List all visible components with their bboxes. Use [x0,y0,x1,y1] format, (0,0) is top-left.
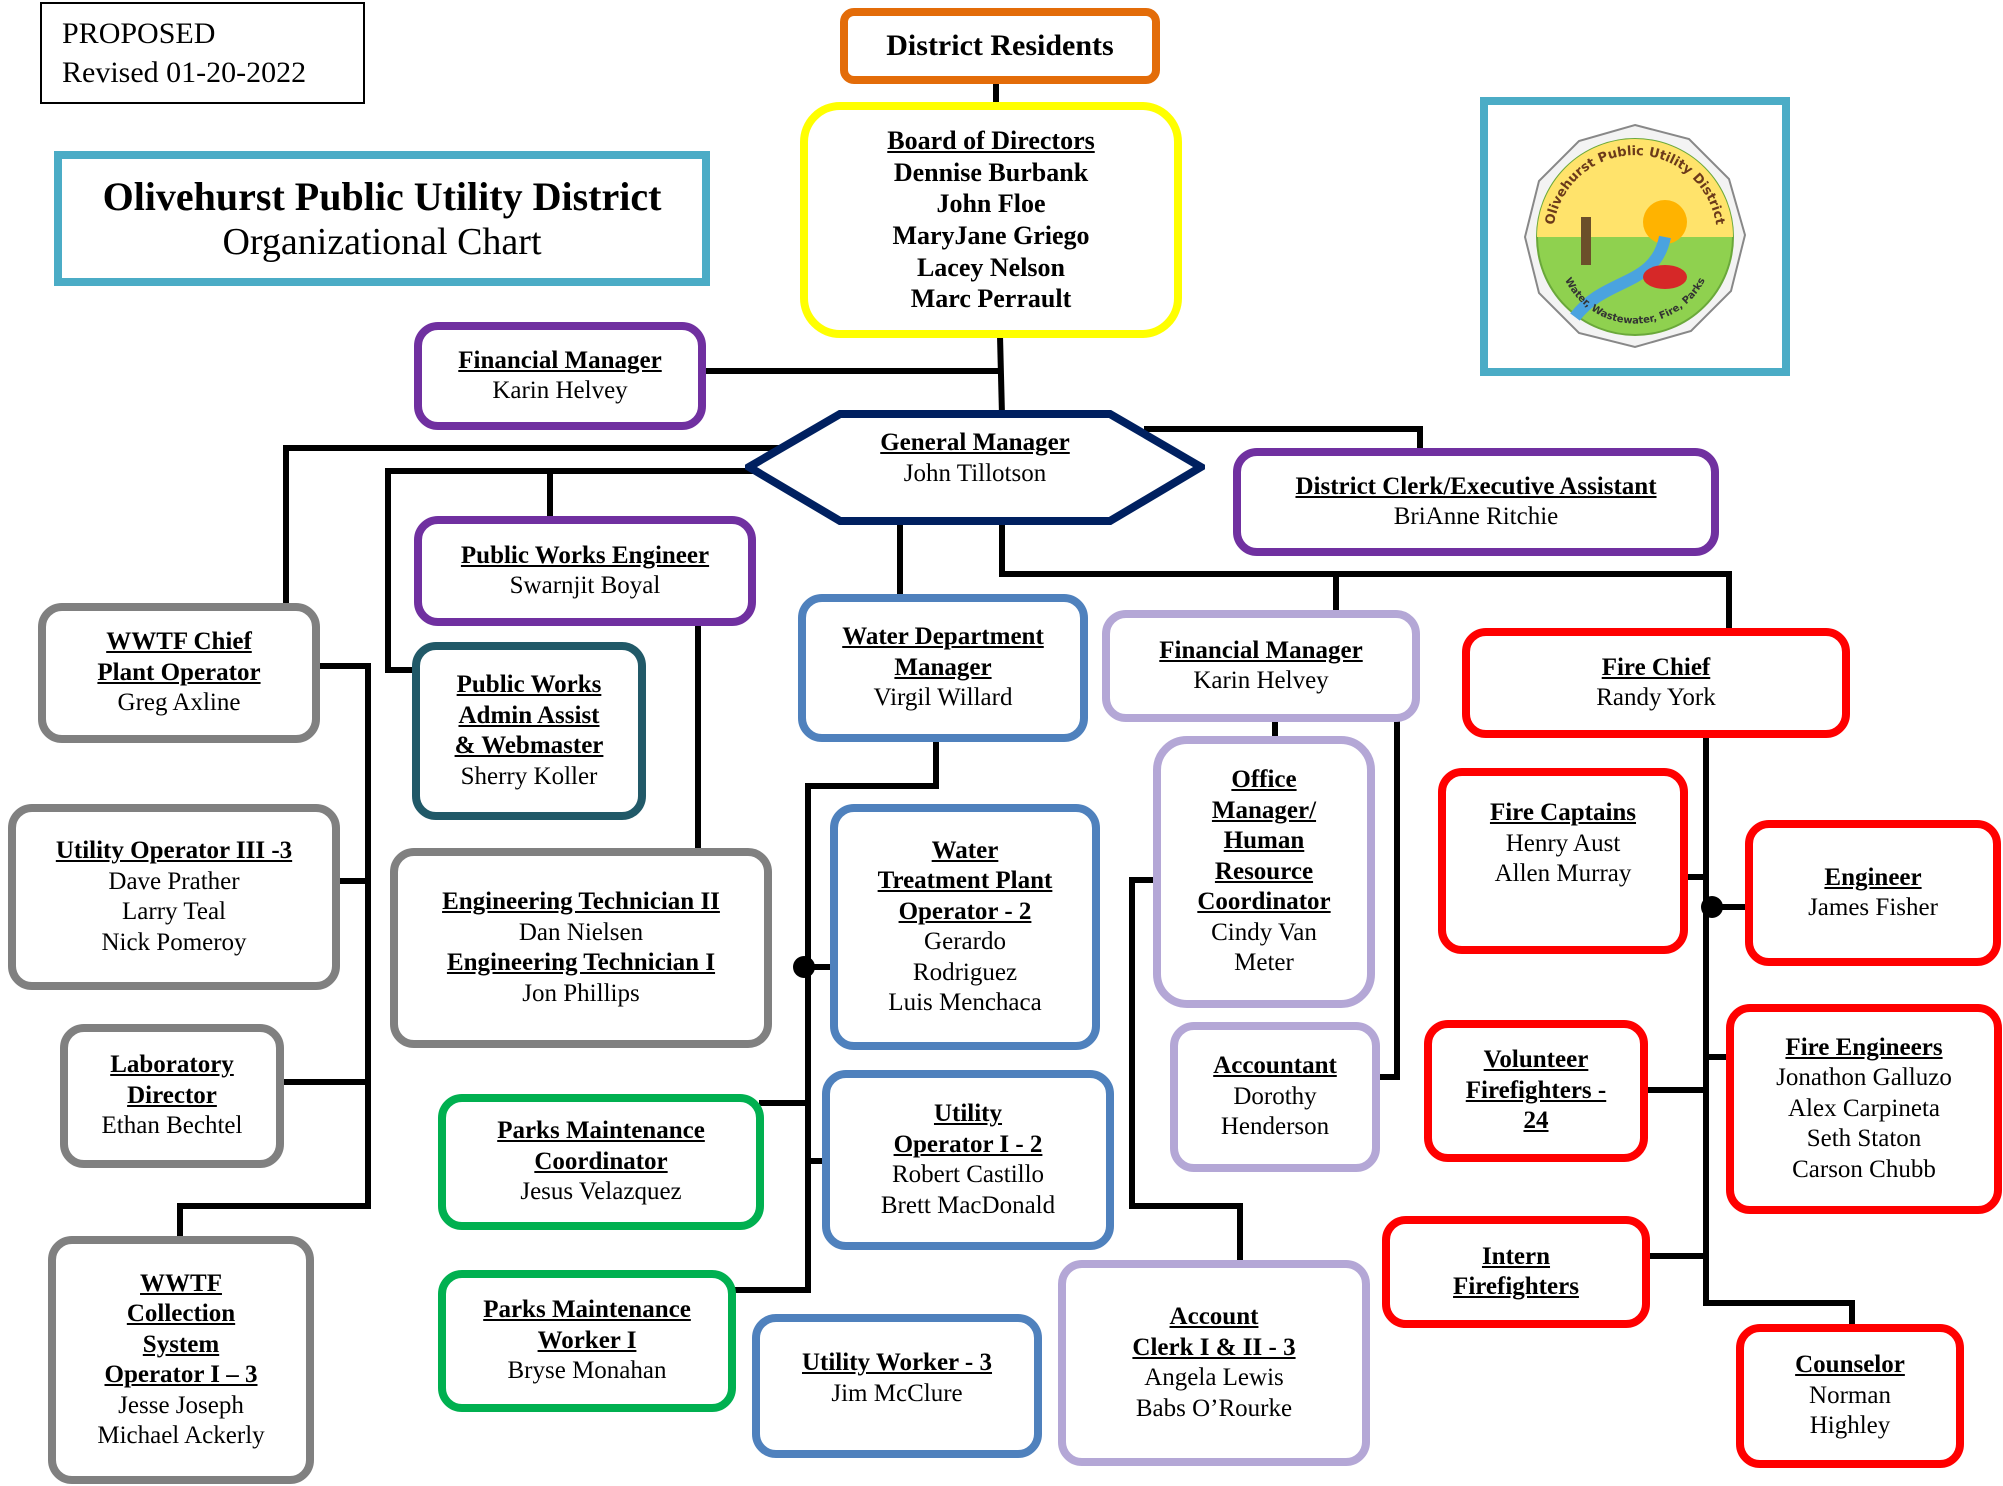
utility-operator-i-title: Utility Operator I - 2 [893,1100,1043,1158]
office-manager-name: Cindy Van Meter [1211,918,1317,977]
financial-manager-top-name: Karin Helvey [492,377,628,404]
engineering-technician-ii-title: Engineering Technician II [442,888,720,915]
fire-engineers-names: Jonathon Galluzo Alex Carpineta Seth Sta… [1776,1064,1952,1183]
water-treatment-operator-names: Gerardo Rodriguez Luis Menchaca [888,928,1042,1016]
utility-worker-title: Utility Worker - 3 [801,1349,993,1376]
fire-captains-title: Fire Captains [1489,799,1637,826]
wwtf-collection-operator-box: WWTF Collection System Operator I – 3 Je… [48,1236,314,1484]
counselor-title: Counselor [1795,1351,1905,1379]
office-manager-title: Office Manager/ Human Resource Coordinat… [1197,766,1331,916]
financial-manager-name: Karin Helvey [1193,667,1329,694]
fire-chief-box: Fire Chief Randy York [1462,628,1850,738]
wwtf-collection-names: Jesse Joseph Michael Ackerly [97,1391,265,1450]
fire-chief-name: Randy York [1596,684,1716,711]
wwtf-chief-box: WWTF Chief Plant Operator Greg Axline [38,603,320,743]
engineer-name: James Fisher [1808,894,1938,921]
account-clerk-title: Account Clerk I & II - 3 [1132,1303,1296,1361]
fire-engineers-box: Fire Engineers Jonathon Galluzo Alex Car… [1726,1004,2002,1214]
board-title: Board of Directors [887,125,1095,155]
parks-coordinator-name: Jesus Velazquez [520,1178,682,1206]
revised-date: Revised 01-20-2022 [62,56,307,89]
fire-engineers-title: Fire Engineers [1785,1033,1943,1061]
utility-operator-iii-title: Utility Operator III -3 [55,837,293,864]
public-works-admin-name: Sherry Koller [460,762,598,790]
chart-title-box: Olivehurst Public Utility District Organ… [54,151,710,286]
engineer-title: Engineer [1824,863,1922,891]
accountant-title: Accountant [1213,1052,1337,1080]
counselor-name: Norman Highley [1809,1381,1891,1440]
district-logo-frame: Olivehurst Public Utility District Water… [1480,97,1790,376]
public-works-engineer-name: Swarnjit Boyal [509,572,661,599]
utility-operator-iii-names: Dave Prather Larry Teal Nick Pomeroy [101,867,247,956]
utility-operator-iii-box: Utility Operator III -3 Dave Prather Lar… [8,804,340,990]
board-members: Dennise Burbank John Floe MaryJane Grieg… [892,157,1090,314]
wwtf-chief-name: Greg Axline [117,689,241,717]
financial-manager-title: Financial Manager [1159,636,1363,664]
engineer-box: Engineer James Fisher [1745,820,2001,966]
board-of-directors-box: Board of Directors Dennise Burbank John … [800,102,1182,338]
parks-worker-name: Bryse Monahan [507,1357,667,1385]
general-manager-hexagon [745,410,1205,525]
parks-maintenance-coordinator-box: Parks Maintenance Coordinator Jesus Vela… [438,1094,764,1230]
engineering-technician-i-title: Engineering Technician I [446,949,716,976]
intern-firefighters-title: Intern Firefighters [1453,1242,1579,1301]
public-works-engineer-title: Public Works Engineer [460,541,710,569]
financial-manager-box: Financial Manager Karin Helvey [1102,610,1420,722]
district-clerk-title: District Clerk/Executive Assistant [1295,472,1657,500]
parks-worker-title: Parks Maintenance Worker I [483,1296,691,1354]
chart-name: Organizational Chart [222,221,542,263]
water-treatment-operator-title: Water Treatment Plant Operator - 2 [877,836,1053,925]
water-treatment-operator-box: Water Treatment Plant Operator - 2 Gerar… [830,804,1100,1050]
fire-chief-title: Fire Chief [1601,653,1711,681]
district-residents-label: District Residents [886,28,1114,62]
water-department-manager-name: Virgil Willard [873,684,1013,712]
fire-captains-names: Henry Aust Allen Murray [1494,829,1632,888]
laboratory-director-name: Ethan Bechtel [101,1112,243,1140]
parks-maintenance-worker-box: Parks Maintenance Worker I Bryse Monahan [438,1270,736,1412]
account-clerk-box: Account Clerk I & II - 3 Angela Lewis Ba… [1058,1260,1370,1466]
laboratory-director-title: Laboratory Director [110,1051,234,1109]
general-manager-name: John Tillotson [903,459,1047,487]
public-works-admin-title: Public Works Admin Assist & Webmaster [454,671,604,759]
engineering-technician-i-name: Jon Phillips [522,979,640,1007]
accountant-name: Dorothy Henderson [1220,1082,1330,1141]
laboratory-director-box: Laboratory Director Ethan Bechtel [60,1024,284,1168]
account-clerk-names: Angela Lewis Babs O’Rourke [1135,1364,1293,1422]
org-name: Olivehurst Public Utility District [102,174,662,219]
financial-manager-top-box: Financial Manager Karin Helvey [414,322,706,430]
district-clerk-name: BriAnne Ritchie [1393,503,1559,530]
accountant-box: Accountant Dorothy Henderson [1170,1022,1380,1172]
fire-captains-box: Fire Captains Henry Aust Allen Murray [1438,768,1688,954]
status-text: PROPOSED [62,17,216,50]
volunteer-firefighters-title: Volunteer Firefighters - 24 [1465,1046,1607,1135]
general-manager-label: General Manager John Tillotson [800,428,1150,489]
public-works-engineer-box: Public Works Engineer Swarnjit Boyal [414,516,756,626]
intern-firefighters-box: Intern Firefighters [1382,1216,1650,1328]
utility-worker-name: Jim McClure [831,1379,963,1407]
general-manager-title: General Manager [880,429,1070,456]
proposed-revision-note: PROPOSED Revised 01-20-2022 [40,2,365,104]
district-residents-box: District Residents [840,8,1160,84]
wwtf-collection-title: WWTF Collection System Operator I – 3 [104,1269,258,1389]
public-works-admin-box: Public Works Admin Assist & Webmaster Sh… [412,642,646,820]
water-department-manager-box: Water Department Manager Virgil Willard [798,594,1088,742]
wwtf-chief-title: WWTF Chief Plant Operator [97,628,261,686]
utility-worker-box: Utility Worker - 3 Jim McClure [752,1314,1042,1458]
engineering-technicians-box: Engineering Technician II Dan Nielsen En… [390,848,772,1048]
opud-logo: Olivehurst Public Utility District Water… [1523,123,1747,348]
district-clerk-box: District Clerk/Executive Assistant BriAn… [1233,448,1719,556]
office-manager-box: Office Manager/ Human Resource Coordinat… [1153,736,1375,1008]
utility-operator-i-names: Robert Castillo Brett MacDonald [880,1161,1056,1219]
utility-operator-i-box: Utility Operator I - 2 Robert Castillo B… [822,1070,1114,1250]
volunteer-firefighters-box: Volunteer Firefighters - 24 [1424,1020,1648,1162]
engineering-technician-ii-name: Dan Nielsen [518,918,644,946]
financial-manager-top-title: Financial Manager [458,346,662,374]
water-department-manager-title: Water Department Manager [842,623,1044,681]
parks-coordinator-title: Parks Maintenance Coordinator [497,1117,705,1175]
counselor-box: Counselor Norman Highley [1736,1324,1964,1468]
